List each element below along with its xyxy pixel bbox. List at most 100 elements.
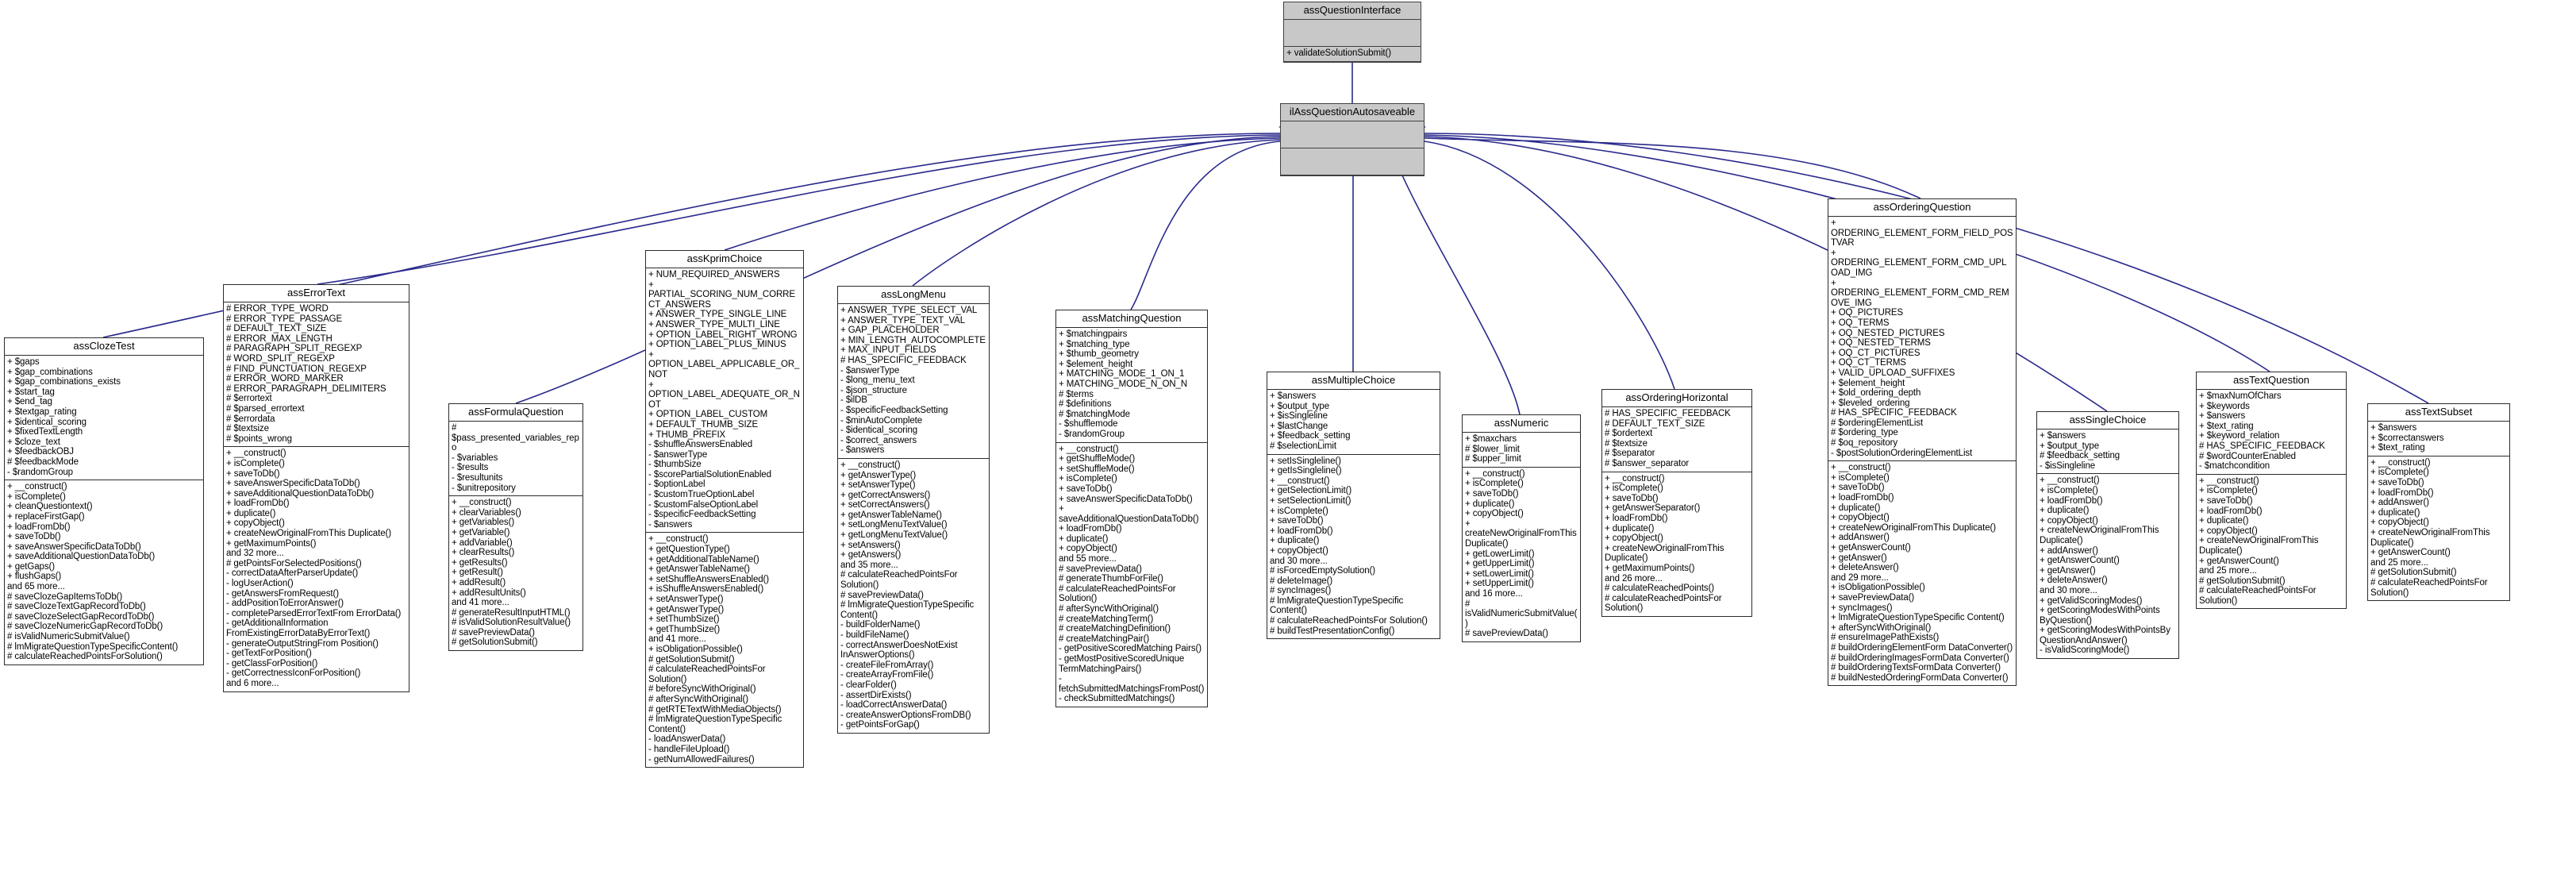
operation-row: and 26 more... — [1605, 573, 1663, 584]
operation-row: + loadFromDb() — [2040, 495, 2103, 506]
operation-row: - completeParsedErrorTextFrom ErrorData(… — [226, 608, 402, 618]
class-node-assLongMenu[interactable]: assLongMenu+ ANSWER_TYPE_SELECT_VAL+ ANS… — [837, 286, 990, 734]
operation-row: + saveAnswerSpecificDataToDb() — [226, 479, 360, 489]
class-node-assKprimChoice[interactable]: assKprimChoice+ NUM_REQUIRED_ANSWERS+ PA… — [645, 250, 804, 769]
operation-row: - getNumAllowedFailures() — [648, 754, 755, 765]
attribute-row: # DEFAULT_TEXT_SIZE — [226, 324, 327, 334]
class-node-assFormulaQuestion[interactable]: assFormulaQuestion# $pass_presented_vari… — [448, 403, 583, 652]
operation-row: and 65 more... — [7, 582, 65, 592]
class-node-assOrderingQuestion[interactable]: assOrderingQuestion+ ORDERING_ELEMENT_FO… — [1828, 198, 2017, 687]
operations-compartment: + __construct()+ isComplete()+ saveToDb(… — [1828, 461, 2016, 685]
operation-row: # buildNestedOrderingFormData Converter(… — [1831, 672, 2009, 683]
operation-row: # calculateReachedPointsFor Solution() — [840, 570, 958, 591]
attribute-row: + $textgap_rating — [7, 406, 77, 417]
class-node-assOrderingHorizontal[interactable]: assOrderingHorizontal# HAS_SPECIFIC_FEED… — [1601, 389, 1752, 617]
operation-row: + isComplete() — [2370, 468, 2429, 478]
attribute-row: - $long_menu_text — [840, 376, 915, 386]
operation-row: + setShuffleAnswersEnabled() — [648, 574, 770, 584]
operation-row: + loadFromDb() — [7, 522, 71, 532]
class-node-assErrorText[interactable]: assErrorText# ERROR_TYPE_WORD# ERROR_TYP… — [223, 284, 409, 692]
operation-row: + loadFromDb() — [1605, 513, 1668, 523]
operation-row: # lmMigrateQuestionTypeSpecific Content(… — [1270, 595, 1404, 616]
attribute-row: - $randomGroup — [7, 467, 73, 477]
operation-row: + saveAnswerSpecificDataToDb() — [7, 541, 141, 552]
operation-row: # generateThumbForFile() — [1059, 574, 1163, 584]
operation-row: - loadCorrectAnswerData() — [840, 700, 948, 711]
attribute-row: # $terms — [1059, 389, 1094, 399]
attribute-row: + $output_type — [1270, 401, 1330, 411]
operation-row: + getResult() — [452, 568, 503, 578]
operation-row: + duplicate() — [1059, 534, 1109, 544]
operation-row: + createNewOriginalFromThis Duplicate() — [1605, 543, 1724, 564]
class-node-assMultipleChoice[interactable]: assMultipleChoice+ $answers+ $output_typ… — [1267, 372, 1440, 640]
attribute-row: + $start_tag — [7, 387, 55, 397]
operation-row: # getRTETextWithMediaObjects() — [648, 704, 782, 715]
operation-row: # createMatchingPair() — [1059, 634, 1150, 644]
operation-row: # calculateReachedPointsForSolution() — [7, 652, 163, 662]
class-node-assSingleChoice[interactable]: assSingleChoice+ $answers+ $output_type#… — [2036, 411, 2179, 660]
class-node-assClozeTest[interactable]: assClozeTest+ $gaps+ $gap_combinations+ … — [4, 337, 204, 665]
operation-row: + duplicate() — [1465, 499, 1515, 509]
operation-row: + isComplete() — [1465, 479, 1524, 489]
class-name: assNumeric — [1463, 415, 1580, 433]
operation-row: # lmMigrateQuestionTypeSpecific Content(… — [648, 715, 782, 734]
operation-row: and 30 more... — [1270, 556, 1328, 566]
attribute-row: - $shufflemode — [1059, 419, 1118, 430]
operation-row: + duplicate() — [1270, 536, 1320, 546]
operation-row: + createNewOriginalFromThis Duplicate() — [1831, 522, 1996, 533]
attribute-row: + $keyword_relation — [2199, 431, 2280, 441]
operation-row: + setLongMenuTextValue() — [840, 520, 948, 530]
operation-row: + __construct() — [2040, 476, 2100, 486]
operation-row: and 30 more... — [2040, 585, 2097, 595]
operation-row: + clearVariables() — [452, 507, 521, 518]
operation-row: + isObligationPossible() — [648, 644, 743, 654]
operation-row: + getQuestionType() — [648, 545, 730, 555]
operation-row: # lmMigrateQuestionTypeSpecific Content(… — [840, 600, 975, 620]
attribute-row: # $wordCounterEnabled — [2199, 451, 2296, 461]
operation-row: + getLowerLimit() — [1465, 549, 1535, 559]
class-node-ilAssQuestionAutosaveable[interactable]: ilAssQuestionAutosaveable — [1280, 103, 1424, 176]
operation-row: + addVariable() — [452, 537, 513, 548]
attribute-row: - $optionLabel — [648, 480, 706, 490]
attribute-row: # $upper_limit — [1465, 454, 1521, 464]
operation-row: - correctDataAfterParserUpdate() — [226, 568, 359, 579]
operation-row: # getSolutionSubmit() — [452, 638, 538, 648]
attribute-row: - $specificFeedbackSetting — [840, 405, 948, 415]
operation-row: + duplicate() — [1831, 503, 1881, 513]
operation-row: + loadFromDb() — [1270, 526, 1333, 536]
operation-row: + createNewOriginalFromThis Duplicate() — [2199, 536, 2319, 556]
operation-row: + saveAdditionalQuestionDataToDb() — [1059, 504, 1199, 524]
operation-row: and 25 more... — [2199, 566, 2257, 576]
operation-row: + __construct() — [1059, 444, 1119, 454]
operation-row: + isShuffleAnswersEnabled() — [648, 584, 764, 595]
class-node-assMatchingQuestion[interactable]: assMatchingQuestion+ $matchingpairs+ $ma… — [1055, 310, 1208, 707]
class-node-assTextQuestion[interactable]: assTextQuestion+ $maxNumOfChars+ $keywor… — [2196, 372, 2347, 610]
operation-row: + saveAdditionalQuestionDataToDb() — [7, 552, 156, 562]
attribute-row: + $maxNumOfChars — [2199, 391, 2282, 401]
operation-row: and 16 more... — [1465, 588, 1523, 599]
class-node-assNumeric[interactable]: assNumeric+ $maxchars# $lower_limit# $up… — [1462, 414, 1581, 642]
operation-row: - getCorrectnessIconForPosition() — [226, 668, 361, 679]
class-node-assQuestionInterface[interactable]: assQuestionInterface+ validateSolutionSu… — [1283, 2, 1421, 63]
attribute-row: + $answers — [2040, 431, 2086, 441]
operations-compartment: + __construct()+ getShuffleMode()+ setSh… — [1056, 443, 1207, 707]
attribute-row: - $answers — [648, 519, 693, 530]
operation-row: + loadFromDb() — [1059, 524, 1122, 534]
operations-compartment: + __construct()+ isComplete()+ saveToDb(… — [224, 447, 409, 691]
operation-row: + setLowerLimit() — [1465, 568, 1534, 579]
attribute-row: + $maxchars — [1465, 434, 1517, 444]
operation-row: - clearFolder() — [840, 680, 897, 690]
operation-row: + validateSolutionSubmit() — [1286, 48, 1391, 58]
class-node-assTextSubset[interactable]: assTextSubset+ $answers+ $correctanswers… — [2367, 403, 2510, 602]
operation-row: + setCorrectAnswers() — [840, 500, 930, 510]
operation-row: # saveClozeNumericGapRecordToDb() — [7, 622, 163, 632]
operation-row: + getSelectionLimit() — [1270, 486, 1352, 496]
attribute-row: + $thumb_geometry — [1059, 349, 1139, 360]
operation-row: + duplicate() — [2199, 516, 2249, 526]
operation-row: - fetchSubmittedMatchingsFromPost() — [1059, 674, 1205, 694]
attribute-row: # $textsize — [226, 424, 269, 434]
operation-row: + getShuffleMode() — [1059, 454, 1136, 464]
operations-compartment: + __construct()+ isComplete()+ saveToDb(… — [1463, 468, 1580, 641]
operation-row: # deleteImage() — [1270, 576, 1333, 586]
operations-compartment: + __construct()+ isComplete()+ saveToDb(… — [2197, 475, 2346, 609]
